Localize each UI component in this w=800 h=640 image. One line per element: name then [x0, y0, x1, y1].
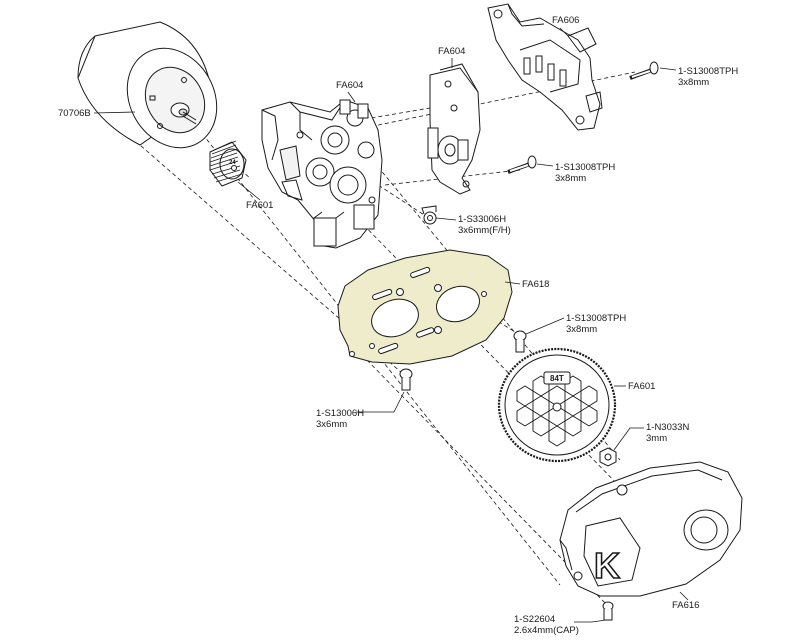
label-motorplate: FA618 [522, 279, 550, 290]
spur-tooth-label: 84T [550, 374, 564, 383]
gearbox-housing [262, 100, 382, 248]
leader-pinion [237, 181, 261, 201]
label-cover: FA616 [672, 600, 700, 611]
gearbox-plate [428, 64, 480, 194]
label-fa606: FA606 [552, 15, 580, 26]
screw-mid [508, 156, 553, 172]
leader-fa606 [559, 27, 569, 37]
motor-plate [338, 250, 512, 364]
pinion-gear [210, 141, 246, 186]
screw-flathead [422, 206, 456, 224]
screw-left [356, 369, 412, 413]
cap-screw [574, 602, 613, 623]
label-spur: FA601 [628, 381, 656, 392]
label-pinion: FA601 [246, 200, 274, 211]
leader-cover [679, 591, 689, 601]
fa606-bracket [488, 4, 602, 130]
leader-motor [93, 111, 136, 114]
motor [78, 22, 234, 164]
screw-plate [514, 318, 564, 352]
label-motor: 70706B [58, 108, 91, 119]
label-plate604: FA604 [438, 46, 466, 57]
spur-gear [499, 349, 615, 461]
leader-motorplate [504, 281, 521, 285]
leader-gearbox [347, 91, 356, 103]
gear-cover [560, 462, 742, 596]
screw-top [630, 62, 676, 78]
nut [600, 427, 644, 466]
label-gearbox: FA604 [336, 80, 364, 91]
cover-logo: K [594, 545, 620, 586]
pinion-tooth-label: 24 [229, 160, 236, 166]
